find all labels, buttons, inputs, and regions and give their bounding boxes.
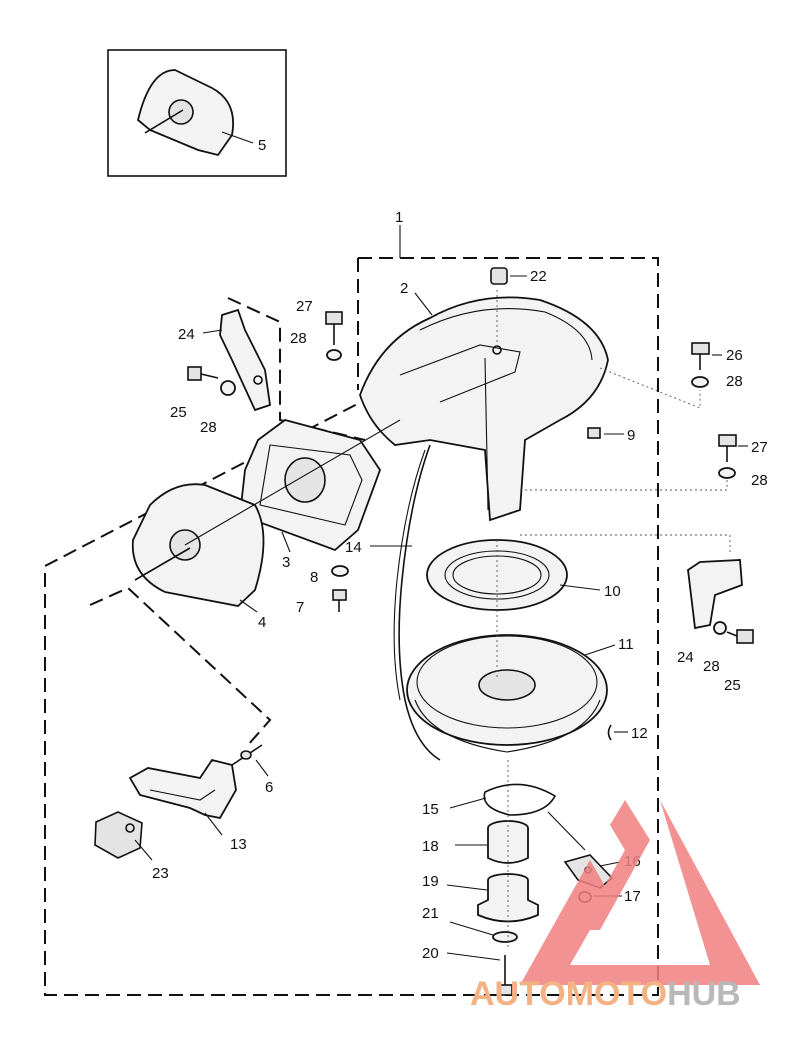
rope-14: 14 [345,444,441,761]
callout-26: 26 [726,347,743,364]
inset-detail: 5 [107,49,287,177]
callout-1: 1 [395,209,403,226]
retainer-15: 15 [422,783,557,818]
callout-17: 17 [624,888,641,905]
washer-21: 21 [422,905,518,943]
screw-26: 26 28 [599,342,743,409]
callout-3: 3 [282,554,290,571]
pulley-11: 11 [406,634,634,753]
screw-27-top: 27 28 [290,298,343,361]
washer-8: 8 [310,565,349,586]
callout-18: 18 [422,838,439,855]
callout-28c: 28 [726,373,743,390]
cover-4: 4 [131,483,266,631]
rope-end-6: 6 [231,744,273,796]
callout-14: 14 [345,539,362,556]
callout-25b: 25 [724,677,741,694]
callout-7: 7 [296,599,304,616]
callout-15: 15 [422,801,439,818]
watermark-part1: AUTOMOTO [470,975,667,1013]
bracket-24-left: 24 [178,308,271,412]
watermark-logo [520,800,760,985]
watermark-part2: HUB [667,975,741,1013]
callout-20: 20 [422,945,439,962]
callout-24b: 24 [677,649,694,666]
callout-8: 8 [310,569,318,586]
bushing-18: 18 [422,820,529,864]
spring-10: 10 [426,539,621,611]
insert-23: 23 [94,811,169,882]
callout-28a: 28 [290,330,307,347]
callout-10: 10 [604,583,621,600]
screw-25-left: 25 28 [170,366,236,436]
handle-13: 13 [128,758,247,853]
callout-25a: 25 [170,404,187,421]
callout-22: 22 [530,268,547,285]
callout-11: 11 [618,636,634,653]
callout-4: 4 [258,614,266,631]
screw-25-right: 28 25 [703,621,754,694]
callout-24a: 24 [178,326,195,343]
callout-27b: 27 [751,439,768,456]
hub-19: 19 [422,873,539,923]
starter-housing-2: 2 [359,280,609,522]
screw-20: 20 [422,945,513,996]
callout-19: 19 [422,873,439,890]
screw-9: 9 [587,427,635,444]
callout-12: 12 [631,725,648,742]
callout-27a: 27 [296,298,313,315]
callout-6: 6 [265,779,273,796]
triangle-logo-icon [520,800,760,985]
pin-12: 12 [607,724,648,742]
callout-28e: 28 [703,658,720,675]
nut-22: 22 [490,267,547,285]
screw-7: 7 [296,589,347,616]
callout-5: 5 [258,137,266,154]
callout-28d: 28 [751,472,768,489]
callout-21: 21 [422,905,439,922]
callout-28b: 28 [200,419,217,436]
bracket-24-right: 24 [520,534,743,666]
callout-13: 13 [230,836,247,853]
callout-23: 23 [152,865,169,882]
screw-27-right: 27 28 [520,434,768,491]
watermark-text: AUTOMOTOHUB [470,975,741,1013]
callout-2: 2 [400,280,408,297]
callout-9: 9 [627,427,635,444]
